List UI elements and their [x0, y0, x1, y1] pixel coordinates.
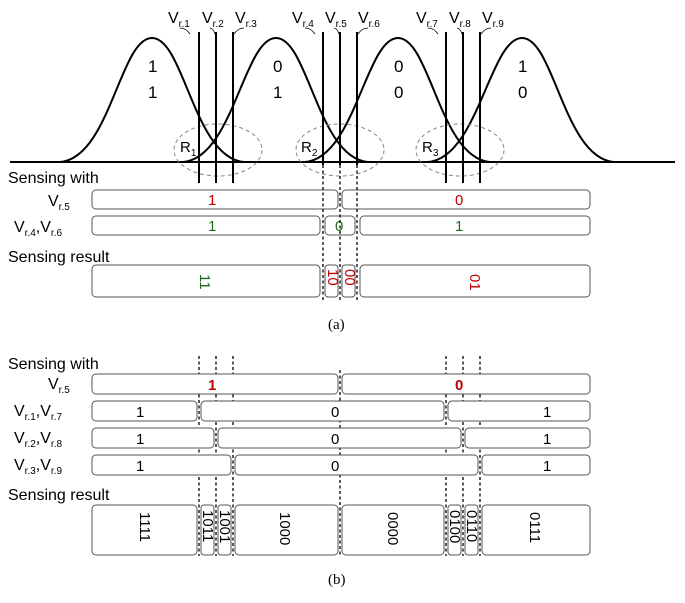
svg-text:Vr.2: Vr.2 [202, 10, 224, 30]
part-b: Sensing with Vr.5 1 0 Vr.1,Vr.7 1 0 1 Vr… [8, 356, 591, 588]
overlap-regions [173, 123, 505, 177]
svg-text:1001: 1001 [216, 510, 233, 543]
svg-text:1000: 1000 [276, 512, 293, 545]
svg-text:1: 1 [136, 431, 144, 448]
svg-text:1: 1 [136, 458, 144, 475]
region-labels: R1 R2 R3 [180, 139, 439, 159]
svg-text:Vr.4: Vr.4 [292, 10, 314, 30]
label-braces [179, 27, 492, 35]
curve-11 [59, 36, 245, 163]
svg-text:0000: 0000 [384, 512, 401, 545]
svg-text:1: 1 [273, 83, 282, 102]
svg-text:0: 0 [394, 83, 403, 102]
svg-text:0: 0 [394, 57, 403, 76]
part-b-r39-label: Vr.3,Vr.9 [14, 457, 62, 477]
svg-text:Vr.7: Vr.7 [416, 10, 438, 30]
svg-text:11: 11 [196, 274, 213, 290]
svg-text:0100: 0100 [446, 510, 463, 543]
distribution-curves [59, 36, 615, 163]
region-r2-ellipse [295, 123, 385, 177]
svg-text:0: 0 [331, 431, 339, 448]
part-a-res-left-cell [91, 264, 321, 298]
voltage-labels: Vr.1 Vr.2 Vr.3 Vr.4 Vr.5 Vr.6 Vr.7 Vr.8 … [168, 10, 504, 30]
part-a-res-mid1-cell [324, 264, 339, 298]
svg-text:Vr.9: Vr.9 [482, 10, 504, 30]
svg-text:0: 0 [331, 404, 339, 421]
svg-text:1: 1 [136, 404, 144, 421]
svg-text:0: 0 [331, 458, 339, 475]
svg-text:0111: 0111 [526, 512, 543, 543]
part-a-row1-label: Vr.5 [48, 193, 70, 213]
svg-text:0: 0 [273, 57, 282, 76]
part-b-r28-label: Vr.2,Vr.8 [14, 430, 62, 450]
part-b-r5-label: Vr.5 [48, 376, 70, 396]
svg-text:Vr.3: Vr.3 [235, 10, 257, 30]
part-a-row1-left-cell [91, 189, 339, 210]
svg-text:Vr.6: Vr.6 [358, 10, 380, 30]
part-b-r17-label: Vr.1,Vr.7 [14, 403, 62, 423]
svg-text:Vr.8: Vr.8 [449, 10, 471, 30]
svg-text:0: 0 [455, 377, 463, 394]
svg-text:1: 1 [148, 57, 157, 76]
svg-text:1: 1 [208, 377, 216, 394]
svg-text:1: 1 [518, 57, 527, 76]
svg-text:R3: R3 [422, 139, 439, 159]
part-b-caption: (b) [328, 572, 346, 588]
read-voltage-lines [198, 32, 481, 183]
part-a-sensing-result: Sensing result [8, 249, 110, 266]
svg-text:00: 00 [341, 269, 358, 286]
part-a-caption: (a) [328, 317, 345, 333]
svg-text:0: 0 [518, 83, 527, 102]
svg-text:Vr.5: Vr.5 [325, 10, 347, 30]
svg-text:R1: R1 [180, 139, 197, 159]
svg-text:1: 1 [543, 404, 551, 421]
part-b-sensing-with: Sensing with [8, 356, 99, 373]
part-a-sensing-with: Sensing with [8, 170, 99, 187]
part-b-sensing-result: Sensing result [8, 487, 110, 504]
part-a-guides [322, 165, 358, 300]
part-a-row2-label: Vr.4,Vr.6 [14, 219, 62, 239]
svg-text:1: 1 [543, 458, 551, 475]
svg-text:01: 01 [466, 274, 483, 291]
curve-01 [182, 36, 369, 163]
curve-10 [427, 36, 615, 163]
svg-text:10: 10 [324, 269, 341, 286]
curve-00 [304, 36, 491, 163]
part-a-res-right-cell [359, 264, 591, 298]
svg-text:1: 1 [148, 83, 157, 102]
svg-text:0: 0 [455, 192, 463, 209]
svg-text:Vr.1: Vr.1 [168, 10, 190, 30]
svg-text:R2: R2 [301, 139, 318, 159]
region-r1-ellipse [173, 123, 263, 177]
part-a-row2-right-cell [359, 215, 591, 236]
part-a-res-mid2-cell [341, 264, 356, 298]
part-a-row2-left-cell [91, 215, 321, 236]
region-r3-ellipse [415, 123, 505, 177]
svg-text:1: 1 [208, 192, 216, 209]
svg-text:0: 0 [335, 218, 343, 235]
svg-text:1: 1 [543, 431, 551, 448]
svg-text:1111: 1111 [136, 512, 153, 542]
svg-text:1: 1 [455, 218, 463, 235]
part-a: Sensing with Vr.5 Vr.4,Vr.6 1 0 1 0 1 Se… [8, 165, 591, 333]
svg-text:1011: 1011 [199, 510, 216, 542]
svg-text:1: 1 [208, 218, 216, 235]
svg-text:0110: 0110 [463, 510, 480, 542]
state-bits: 1 1 0 1 0 0 1 0 [148, 57, 527, 102]
part-a-row1-right-cell [341, 189, 591, 210]
